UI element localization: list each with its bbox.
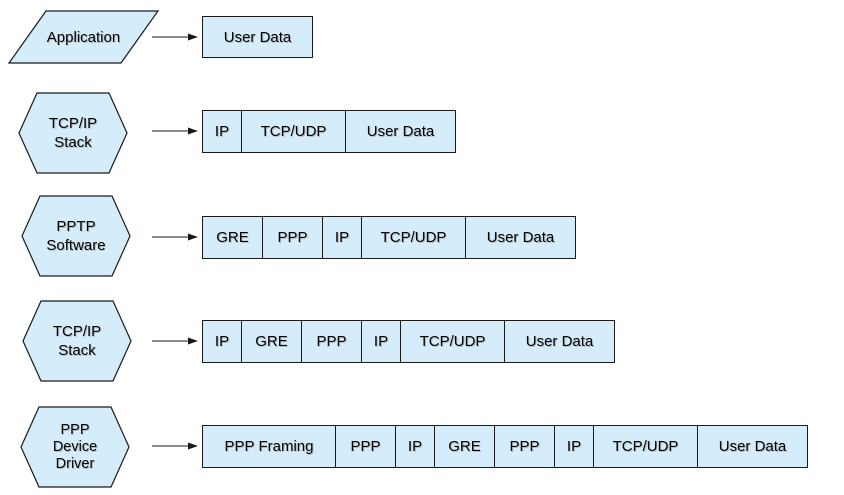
packet-row-ppp-driver: PPP Framing PPP IP GRE PPP IP TCP/UDP Us… [202,425,808,468]
packet-field-ppp: PPP [335,425,396,468]
packet-field-tcp-udp: TCP/UDP [241,110,346,153]
hexagon-icon [18,92,128,174]
stage-label-tcpip-stack-2: TCP/IP Stack [52,323,102,359]
packet-field-ppp: PPP [262,216,323,259]
packet-field-ip: IP [202,110,242,153]
arrow-right-icon [152,233,198,241]
packet-field-tcp-udp: TCP/UDP [400,320,505,363]
stage-shape-ppp-device-driver: PPP Device Driver [20,406,130,488]
arrow-right-icon [152,337,198,345]
packet-row-application: User Data [202,16,313,58]
packet-row-tcpip-2: IP GRE PPP IP TCP/UDP User Data [202,320,615,363]
packet-field-user-data: User Data [345,110,456,153]
hexagon-icon [20,406,130,488]
arrow-right-icon [152,442,198,450]
packet-field-ip: IP [202,320,242,363]
packet-field-tcp-udp: TCP/UDP [593,425,698,468]
stage-label-application: Application [46,28,121,46]
packet-field-user-data: User Data [504,320,615,363]
packet-field-ppp: PPP [494,425,555,468]
packet-field-user-data: User Data [202,16,313,58]
arrow-right-icon [152,127,198,135]
stage-label-ppp-device-driver: PPP Device Driver [52,421,98,472]
packet-field-gre: GRE [241,320,302,363]
packet-field-gre: GRE [434,425,495,468]
stage-shape-application: Application [7,10,160,64]
hexagon-icon [21,195,131,277]
parallelogram-icon [7,10,160,64]
packet-field-ip: IP [322,216,362,259]
packet-field-ppp-framing: PPP Framing [202,425,336,468]
packet-field-ip: IP [361,320,401,363]
packet-field-ip: IP [395,425,435,468]
packet-field-ppp: PPP [301,320,362,363]
packet-row-tcpip-1: IP TCP/UDP User Data [202,110,456,153]
stage-shape-tcpip-stack-1: TCP/IP Stack [18,92,128,174]
packet-field-user-data: User Data [465,216,576,259]
packet-field-ip: IP [554,425,594,468]
packet-field-gre: GRE [202,216,263,259]
stage-label-tcpip-stack-1: TCP/IP Stack [48,115,98,151]
arrow-right-icon [152,33,198,41]
stage-shape-pptp-software: PPTP Software [21,195,131,277]
stage-label-pptp-software: PPTP Software [46,218,106,254]
packet-row-pptp: GRE PPP IP TCP/UDP User Data [202,216,576,259]
stage-shape-tcpip-stack-2: TCP/IP Stack [22,300,132,382]
packet-field-tcp-udp: TCP/UDP [361,216,466,259]
hexagon-icon [22,300,132,382]
packet-field-user-data: User Data [697,425,808,468]
